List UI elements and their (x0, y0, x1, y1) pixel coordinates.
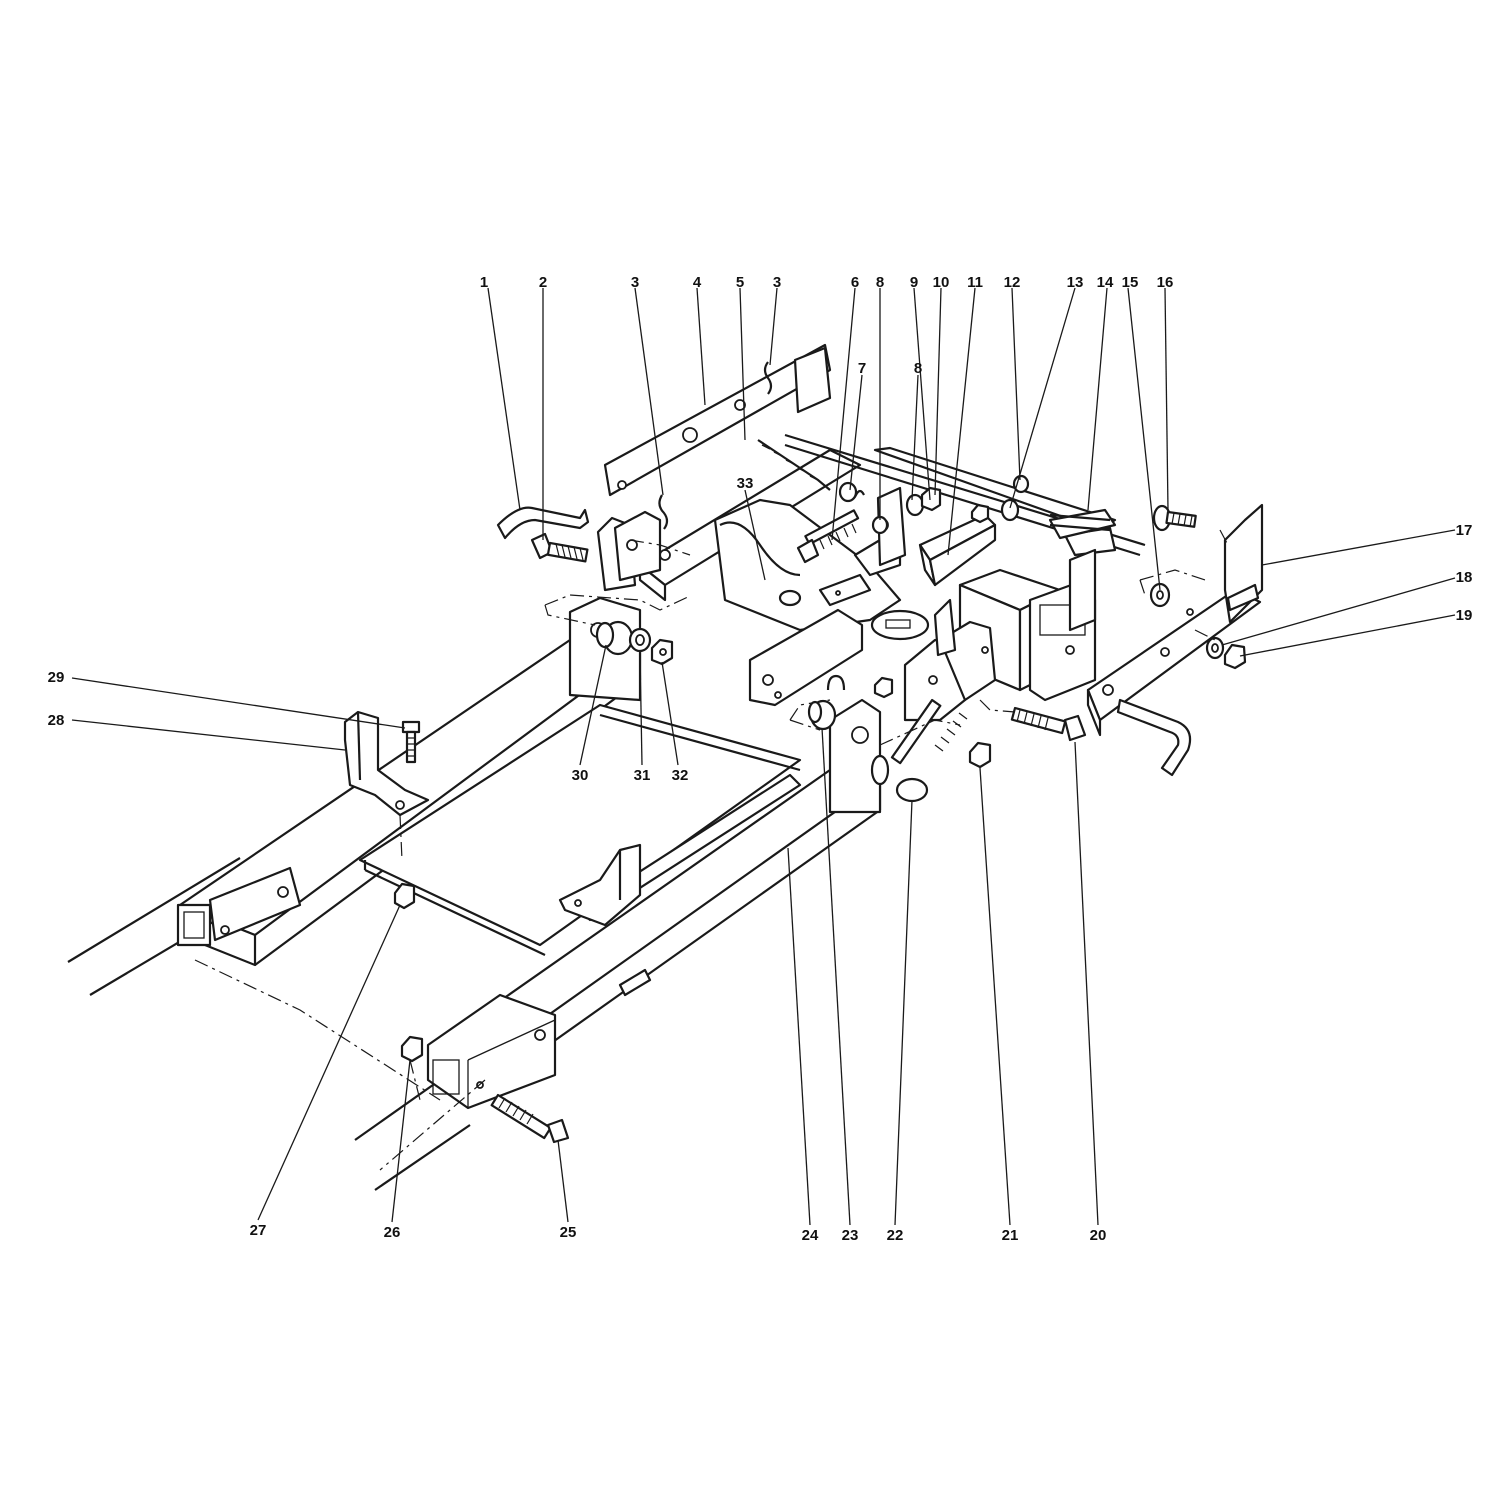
callout-27: 27 (250, 1222, 267, 1239)
callout-26: 26 (384, 1224, 401, 1241)
callout-8b: 8 (914, 360, 922, 377)
callout-32: 32 (672, 767, 689, 784)
callout-7: 7 (858, 360, 866, 377)
callout-14: 14 (1097, 274, 1114, 291)
callout-31: 31 (634, 767, 651, 784)
callout-6: 6 (851, 274, 859, 291)
callout-16: 16 (1157, 274, 1174, 291)
callout-29: 29 (48, 669, 65, 686)
part-20-bolt (1010, 706, 1087, 742)
callout-9: 9 (910, 274, 918, 291)
center-plate (713, 498, 930, 641)
part-28-bracket (343, 710, 430, 817)
callout-18: 18 (1456, 569, 1473, 586)
callout-25: 25 (560, 1224, 577, 1241)
center-clevis (903, 598, 997, 722)
callout-1: 1 (480, 274, 488, 291)
assembly-center-lines (194, 529, 1229, 1171)
part-1-pin (496, 506, 590, 540)
callout-28: 28 (48, 712, 65, 729)
part-4-plate (603, 343, 832, 497)
callout-22: 22 (887, 1227, 904, 1244)
callout-20: 20 (1090, 1227, 1107, 1244)
part-25-bolt (490, 1093, 570, 1144)
part-6-bolt (796, 509, 860, 564)
callout-21: 21 (1002, 1227, 1019, 1244)
part-11-plate (918, 513, 997, 587)
callout-10: 10 (933, 274, 950, 291)
callout-8a: 8 (876, 274, 884, 291)
callout-11: 11 (967, 274, 983, 291)
callout-labels: 1 2 3 4 5 3 6 7 8 8 9 10 11 12 13 14 15 … (48, 274, 1473, 1244)
callout-12: 12 (1004, 274, 1021, 291)
part-2-bolt (530, 532, 589, 563)
callout-33: 33 (737, 475, 754, 492)
callout-30: 30 (572, 767, 589, 784)
right-pivot-plate (828, 698, 890, 814)
part-22-bolt (890, 698, 968, 803)
callout-15: 15 (1122, 274, 1139, 291)
callout-24: 24 (802, 1227, 819, 1244)
callout-23: 23 (842, 1227, 859, 1244)
callout-3a: 3 (631, 274, 639, 291)
callout-5: 5 (736, 274, 744, 291)
frame-floor-plate (358, 703, 802, 997)
callout-17: 17 (1456, 522, 1473, 539)
callout-19: 19 (1456, 607, 1473, 624)
right-upper-frame (873, 446, 1117, 557)
callout-13: 13 (1067, 274, 1084, 291)
callout-4: 4 (693, 274, 702, 291)
frame-rail-right (354, 768, 882, 1191)
right-carrier-plate (1086, 503, 1264, 737)
part-20-handle (1116, 698, 1192, 777)
part-29-bolt (401, 720, 421, 764)
part-16-bolt (1152, 504, 1197, 532)
callout-2: 2 (539, 274, 547, 291)
leader-lines (71, 287, 1456, 1226)
small-hardware (393, 361, 1247, 1063)
lift-arm-plate (748, 608, 864, 707)
callout-3b: 3 (773, 274, 781, 291)
